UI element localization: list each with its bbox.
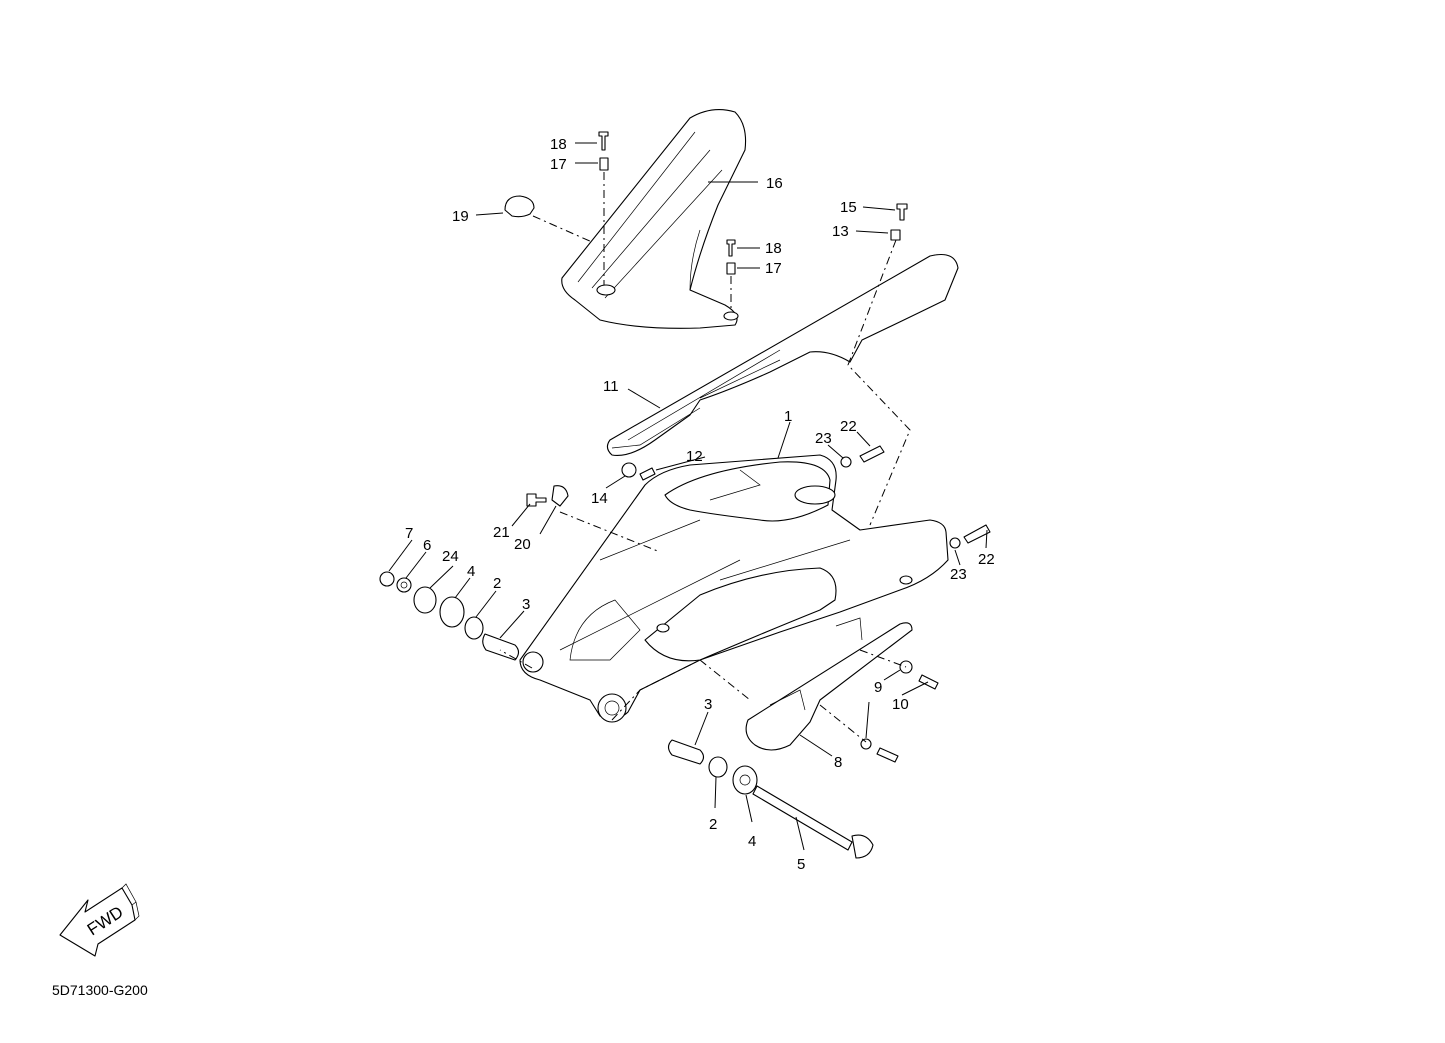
callout-3: 3 [704,696,712,713]
callout-5: 5 [797,856,805,873]
callout-4: 4 [467,563,475,580]
callout-23: 23 [815,430,832,447]
callout-17: 17 [765,260,782,277]
callout-15: 15 [840,199,857,216]
callout-4: 4 [748,833,756,850]
leader-lines [388,142,988,851]
small-parts [379,131,991,859]
callout-23: 23 [950,566,967,583]
callout-21: 21 [493,524,510,541]
callout-17: 17 [550,156,567,173]
callout-10: 10 [892,696,909,713]
callout-8: 8 [834,754,842,771]
callout-labels: 18 17 16 19 15 13 18 17 11 1 22 23 12 14… [405,136,995,873]
forward-direction-arrow: FWD [59,883,140,957]
callout-20: 20 [514,536,531,553]
rear-fender-part [561,109,747,329]
diagram-code: 5D71300-G200 [52,982,148,998]
callout-18: 18 [765,240,782,257]
callout-22: 22 [840,418,857,435]
callout-2: 2 [493,575,501,592]
callout-14: 14 [591,490,608,507]
callout-19: 19 [452,208,469,225]
callout-11: 11 [603,378,619,395]
callout-6: 6 [423,537,431,554]
chain-puller-part [745,617,913,751]
callout-1: 1 [784,408,792,425]
callout-24: 24 [442,548,459,565]
chain-guard-part [606,253,959,456]
callout-3: 3 [522,596,530,613]
callout-2: 2 [709,816,717,833]
callout-22: 22 [978,551,995,568]
assembly-lines [499,172,911,743]
callout-7: 7 [405,525,413,542]
callout-16: 16 [766,175,783,192]
callout-13: 13 [832,223,849,240]
callout-18: 18 [550,136,567,153]
callout-12: 12 [686,448,703,465]
callout-9: 9 [874,679,882,696]
swingarm-part [519,454,949,723]
